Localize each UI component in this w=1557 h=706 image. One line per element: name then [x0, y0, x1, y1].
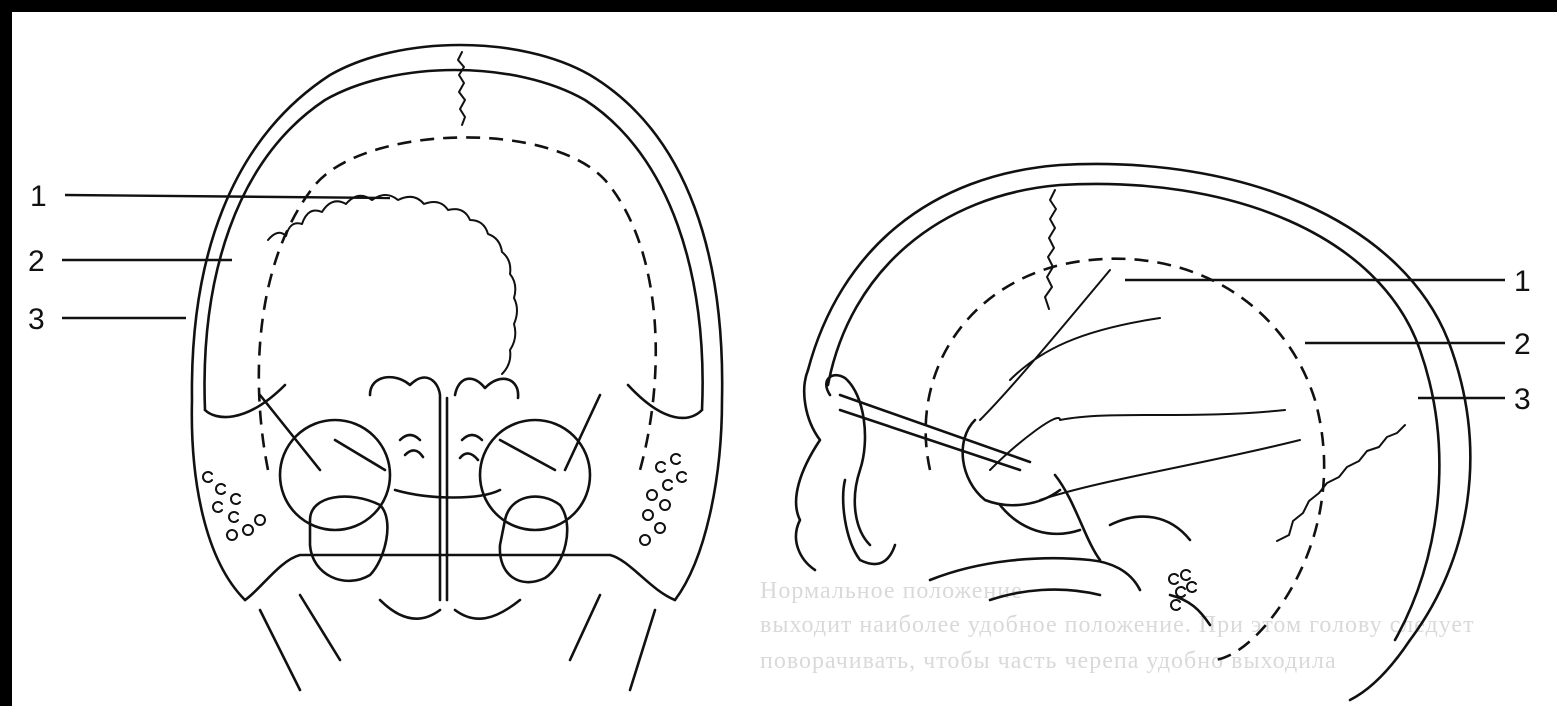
frontal-jaw-lines — [260, 595, 655, 690]
frontal-label-3: 3 — [28, 303, 45, 336]
maxillary-sinus-right — [500, 497, 567, 583]
frontal-skull-base-line — [205, 385, 702, 418]
lateral-view: 1 2 3 — [796, 164, 1531, 700]
petrous-region — [1000, 475, 1190, 560]
nasal-bones — [370, 377, 518, 600]
frontal-maxilla — [245, 555, 675, 600]
sagittal-suture — [458, 52, 465, 125]
lateral-label-2: 2 — [1514, 328, 1531, 361]
lateral-orbit — [826, 375, 870, 545]
mastoid-air-cells-left — [203, 472, 265, 540]
frontal-bone-contour — [205, 70, 703, 410]
frontal-view: 1 2 3 — [28, 45, 722, 690]
lateral-label-3: 3 — [1514, 383, 1531, 416]
middle-cranial-fossa — [963, 420, 1060, 505]
right-orbit — [480, 420, 590, 530]
lateral-bone-contour — [828, 184, 1439, 640]
left-orbit — [280, 420, 390, 530]
frontal-brain-outline — [259, 137, 656, 470]
frontal-label-1: 1 — [30, 180, 47, 213]
frontal-leader-1 — [65, 195, 390, 198]
lambdoid-suture — [1277, 425, 1405, 541]
lateral-skull-base — [930, 558, 1210, 625]
frontal-label-2: 2 — [28, 245, 45, 278]
lateral-label-1: 1 — [1514, 265, 1531, 298]
zygomatic-arch — [840, 395, 1030, 564]
mastoid-air-cells-right — [640, 454, 686, 545]
maxillary-sinus-left — [310, 497, 387, 581]
coronal-suture — [1045, 190, 1056, 309]
frontal-cortex-surface — [268, 195, 517, 374]
lateral-face-profile — [796, 370, 820, 570]
frontal-cross-lines — [260, 395, 600, 498]
